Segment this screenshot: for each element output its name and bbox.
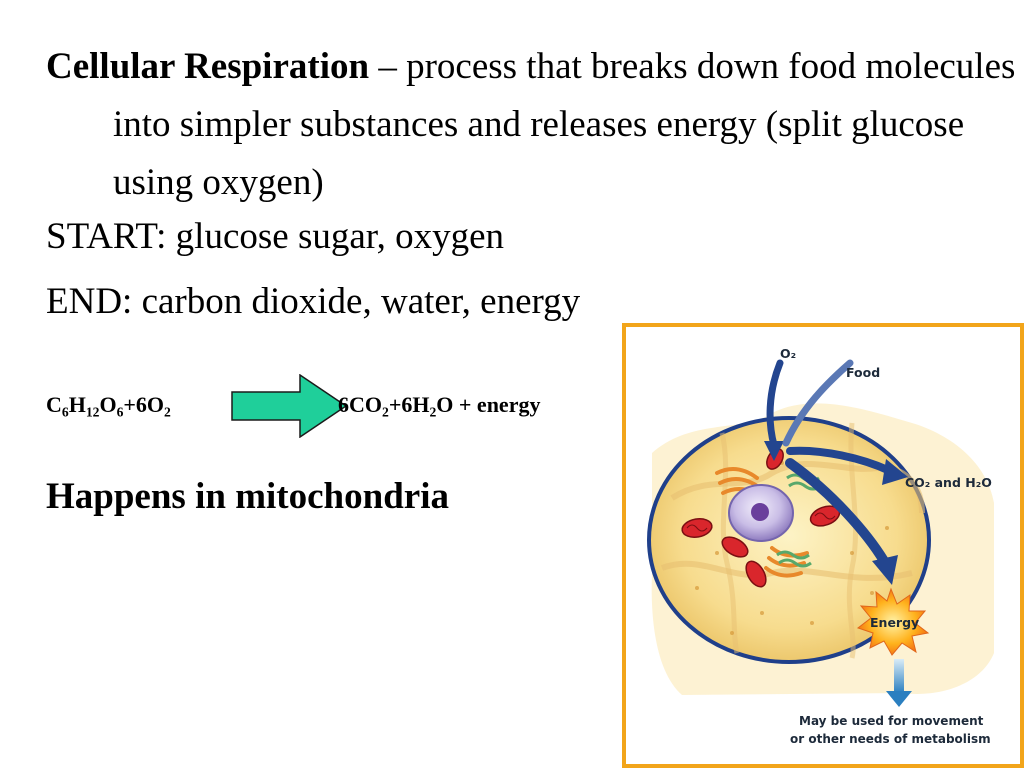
energy-starburst-icon: [856, 587, 930, 656]
reactant-subscript: 6: [116, 404, 124, 420]
reactant-symbol: H: [68, 392, 86, 417]
location-line: Happens in mitochondria: [46, 476, 449, 517]
energy-output-arrow: [785, 458, 889, 566]
product-symbol: O + energy: [436, 392, 541, 417]
product-symbol: +6H: [388, 392, 430, 417]
products-label: CO₂ and H₂O: [905, 475, 992, 490]
product-subscript: 2: [382, 404, 389, 420]
products-output-arrow: [786, 446, 894, 475]
down-arrow-shaft: [894, 659, 904, 693]
chemical-equation: C6H12O6+6O2 6CO2+6H2O + energy: [46, 374, 616, 438]
nucleolus: [751, 503, 769, 521]
equation-reactants: C6H12O6+6O2: [46, 392, 171, 420]
reactant-symbol: +6O: [123, 392, 165, 417]
food-label: Food: [846, 365, 880, 380]
caption-line-1: May be used for movement: [799, 714, 984, 728]
definition-paragraph: Cellular Respiration – process that brea…: [46, 38, 1024, 212]
definition-term: Cellular Respiration: [46, 46, 370, 87]
food-input-arrow: [782, 359, 854, 447]
end-line: END: carbon dioxide, water, energy: [46, 281, 581, 322]
reactant-subscript: 6: [61, 404, 69, 420]
definition-text: – process that breaks down food molecule…: [113, 46, 1016, 203]
cell-diagram-illustration: O₂ Food CO₂ and H₂O Energy May be used f…: [622, 323, 1024, 768]
reactant-subscript: 2: [164, 404, 171, 420]
equation-products: 6CO2+6H2O + energy: [338, 392, 541, 420]
reaction-arrow-icon: [231, 374, 348, 438]
energy-label: Energy: [870, 615, 919, 630]
reactant-subscript: 12: [85, 404, 100, 420]
reactant-symbol: O: [99, 392, 117, 417]
reactant-symbol: C: [46, 392, 62, 417]
caption-line-2: or other needs of metabolism: [790, 732, 991, 746]
down-arrow-icon: [886, 691, 912, 707]
product-subscript: 2: [429, 404, 437, 420]
o2-input-arrow: [766, 359, 784, 449]
respiration-diagram: O₂ Food CO₂ and H₂O Energy May be used f…: [622, 323, 1024, 768]
product-symbol: 6CO: [338, 392, 382, 417]
start-line: START: glucose sugar, oxygen: [46, 216, 505, 257]
cell-membrane: [647, 416, 931, 664]
o2-label: O₂: [780, 346, 796, 361]
